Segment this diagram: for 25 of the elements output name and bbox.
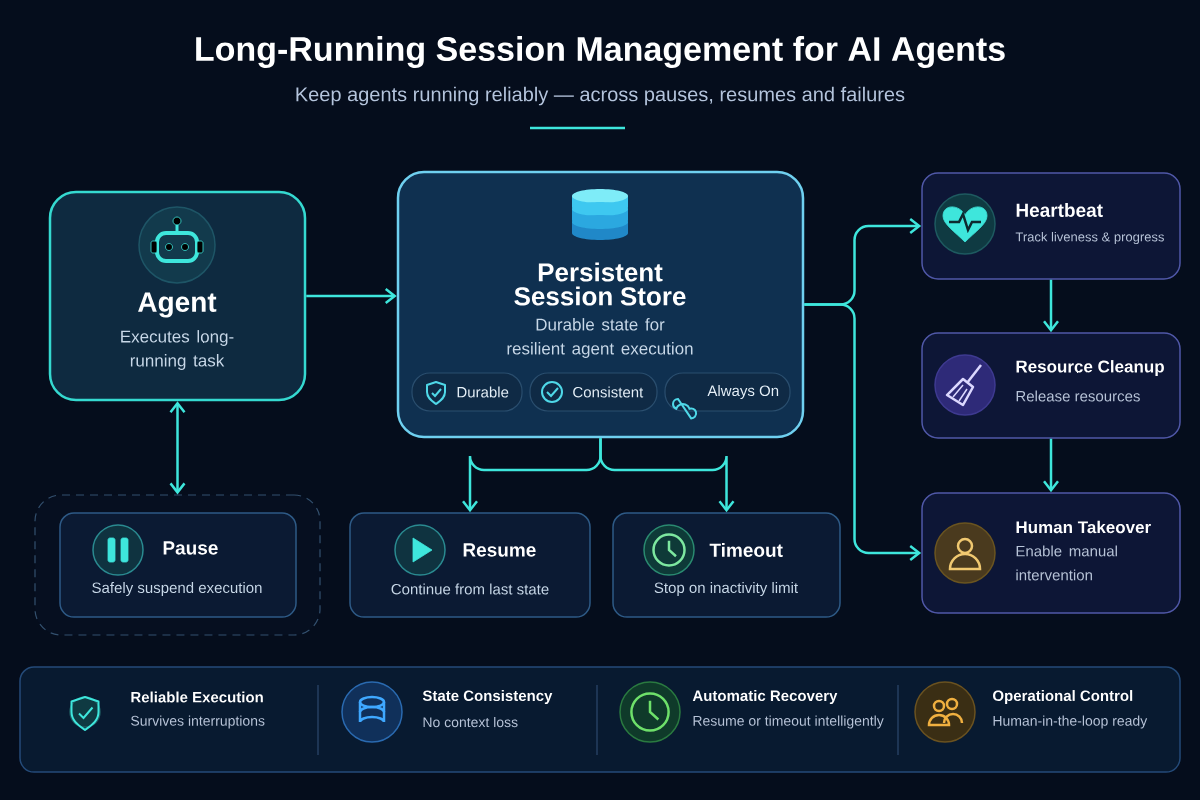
process-card: Human Takeover Enable manual intervention [921, 492, 1181, 614]
arrow [1043, 438, 1059, 493]
node-label: Survives interruptions [131, 715, 265, 729]
node-label: Resume or timeout intelligently [693, 715, 884, 729]
node-label: State Consistency [422, 690, 553, 704]
arrow [1043, 279, 1059, 333]
agent-card: Agent Executes long-running task [48, 190, 307, 402]
node-label: Human-in-the-loop ready [993, 715, 1148, 729]
arrow [599, 438, 735, 513]
node-label: Reliable Execution [131, 691, 263, 703]
title: Long-Running Session Management for AI Agents [196, 36, 1005, 68]
tag-chip: Always On [664, 372, 791, 412]
node-label: No context loss [423, 716, 518, 728]
node-label: Automatic Recovery [692, 690, 838, 704]
arrow [804, 303, 922, 561]
arrow [306, 288, 397, 304]
subtitle: Keep agents running reliably — across pauses, resumes and failures [296, 86, 905, 106]
process-card: Resume Continue from last state [349, 512, 591, 618]
arrow [169, 401, 186, 495]
process-card: Pause Safely suspend execution [59, 512, 297, 618]
tag-chip: Consistent [529, 372, 658, 412]
process-card: Timeout Stop on inactivity limit [612, 512, 841, 618]
feature-banner: Reliable Execution Survives interruptions State Consistency No context loss Automatic Recovery Resume or timeout intelligently Operational Control Human-in-the-loop ready [19, 666, 1181, 773]
tag-chip: Durable [411, 372, 523, 412]
node-label: Operational Control [993, 690, 1133, 704]
